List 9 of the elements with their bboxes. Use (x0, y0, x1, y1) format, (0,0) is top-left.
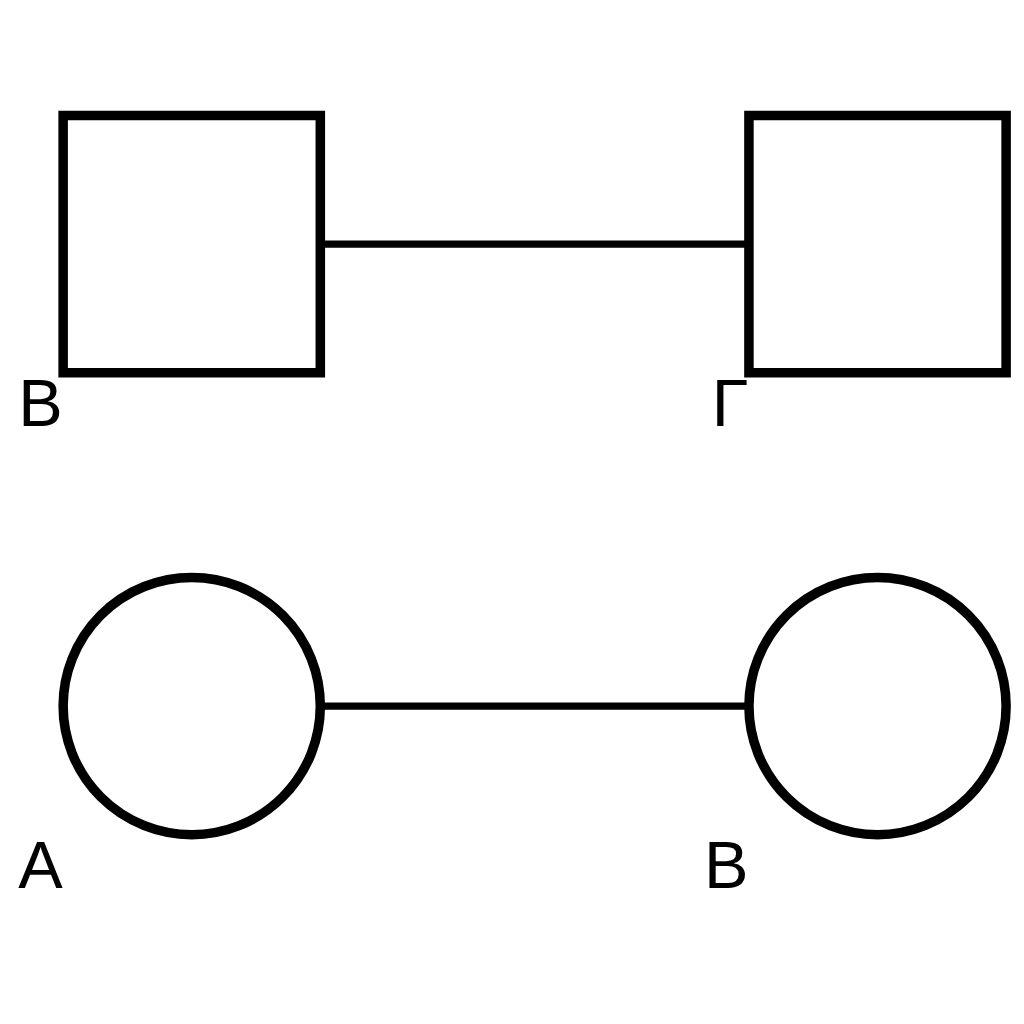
node-label: В (18, 366, 63, 441)
node-circle (744, 572, 1011, 840)
node-label: В (704, 828, 749, 902)
node-circle (58, 572, 326, 840)
node-box (744, 110, 1011, 378)
node-box (58, 110, 326, 378)
connector (320, 240, 749, 248)
node-label: Г (711, 366, 748, 441)
node-label: А (18, 828, 63, 902)
